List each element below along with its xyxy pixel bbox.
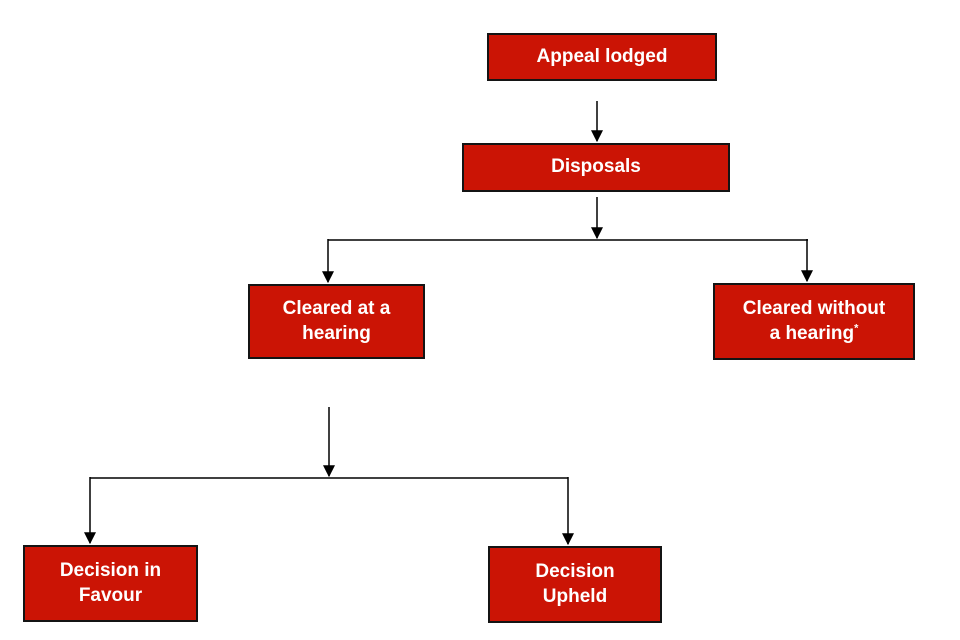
node-appeal-lodged-label: Appeal lodged <box>536 45 668 67</box>
node-decision-in-favour: Decision in Favour <box>23 545 198 622</box>
footnote-asterisk: * <box>854 322 859 335</box>
node-cleared-without-hearing-text: Cleared without a hearing <box>742 298 886 344</box>
node-disposals: Disposals <box>462 143 730 192</box>
node-cleared-without-hearing-label: Cleared without a hearing* <box>743 297 886 346</box>
node-cleared-at-hearing-label: Cleared at a hearing <box>282 298 391 344</box>
node-appeal-lodged: Appeal lodged <box>487 33 717 81</box>
node-decision-upheld-label: Decision Upheld <box>535 561 615 607</box>
node-disposals-label: Disposals <box>551 156 641 178</box>
node-cleared-without-hearing: Cleared without a hearing* <box>713 283 915 360</box>
node-decision-upheld: Decision Upheld <box>488 546 662 623</box>
node-decision-in-favour-label: Decision in Favour <box>59 560 162 606</box>
node-cleared-at-hearing: Cleared at a hearing <box>248 284 425 359</box>
